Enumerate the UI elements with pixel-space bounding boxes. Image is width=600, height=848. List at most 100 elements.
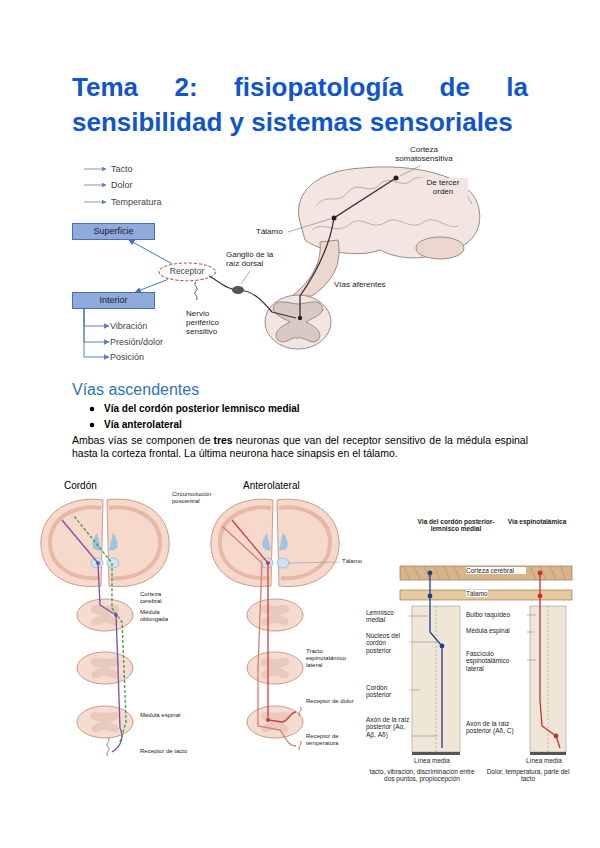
modality-label: Dolor: [111, 180, 133, 190]
pathway-column-part: [77, 706, 133, 738]
list-arrows-part: [84, 169, 106, 170]
leader-lines: [288, 562, 339, 563]
schematic-figure-part: [436, 606, 548, 752]
part-label: Fascículo espinotalámico lateral: [466, 650, 526, 672]
brain-illustration-part: [300, 178, 396, 318]
brain-illustration-part: [273, 302, 322, 342]
list-arrows-part: [84, 185, 106, 186]
part-label: Tálamo: [466, 590, 488, 597]
pathway-column-part: [109, 533, 118, 550]
brain-illustration-part: [195, 282, 197, 300]
bullet-dots-part: [90, 407, 95, 412]
schematic-figure-part: [527, 615, 536, 660]
part-label: Tálamo: [256, 227, 283, 236]
schematic-figure-part: [440, 644, 445, 649]
part-label: Lemnisco medial: [366, 609, 408, 624]
schematic-figure-part: [530, 752, 566, 755]
schematic-figure-part: [538, 594, 543, 599]
ellipse-outline: [159, 263, 216, 281]
category-box: Interior: [72, 292, 155, 309]
part-label: Corteza somatosensitiva: [388, 145, 460, 163]
schematic-figure-part: [538, 571, 543, 576]
bullet-item: Vía del cordón posterior lemnisco medial: [104, 403, 300, 415]
midline-label: Línea media: [414, 757, 450, 764]
brain-illustration-part: [400, 166, 420, 176]
column-heading: Vía del cordón posterior-lemnisco medial: [416, 518, 496, 533]
connector-arrow: [129, 240, 172, 264]
schematic-figure-part: [428, 594, 433, 599]
anterolateral-pathway-part: [299, 741, 301, 750]
node-text: Vibración: [110, 321, 147, 331]
part-label: Axón de la raíz posterior (Aα, Aβ, Aδ): [366, 716, 410, 738]
pathway-column-part: [91, 658, 120, 679]
anterolateral-pathway-part: [299, 707, 301, 716]
schematic-figure-part: [409, 616, 438, 736]
schematic-figure-part: [400, 566, 572, 580]
body-paragraph: Ambas vías se componen detresneuronas qu…: [72, 434, 528, 460]
modality-item: Vibración: [110, 321, 147, 331]
brain-illustration-part: [332, 216, 337, 221]
schematic-figure-part: [400, 590, 572, 600]
paragraph-text: Ambas vías se componen de: [72, 434, 211, 446]
part-label: Tracto espinotalámico lateral: [306, 648, 362, 669]
part-label: Vías aferentes: [334, 280, 386, 289]
category-box: Superficie: [72, 223, 155, 240]
part-label: Receptor de temperatura: [306, 733, 362, 747]
pathway-column-part: [77, 599, 133, 631]
pathway-column-part: [41, 499, 103, 586]
schematic-figure-part: [428, 571, 433, 576]
figure-caption: tacto, vibración, discriminación entre d…: [366, 768, 478, 783]
list-arrows-part: [84, 202, 106, 203]
node-text: Interior: [99, 295, 127, 305]
part-label: Núcleos del cordón posterior: [366, 632, 408, 654]
part-label: Tálamo: [342, 558, 362, 565]
modality-item: Presión/dolor: [110, 337, 163, 347]
schematic-figure: [400, 566, 572, 755]
figure-heading: Cordón: [64, 480, 97, 492]
dorsal-column-pathway-part: [107, 738, 109, 756]
list-arrows: [84, 169, 106, 202]
part-label: De tercer orden: [418, 178, 468, 196]
modality-label: Tacto: [111, 164, 133, 174]
part-label: Receptor de tacto: [140, 748, 188, 755]
brain-illustration-part: [316, 178, 472, 206]
brain-illustration-part: [288, 219, 330, 232]
dorsal-column-pathway-part: [114, 613, 118, 617]
anterolateral-pathway-part: [232, 520, 296, 722]
midline-label: Línea media: [526, 757, 562, 764]
brain-illustration-part: [394, 176, 399, 181]
anterolateral-pathway-part: [222, 526, 296, 746]
dorsal-column-pathway-part: [62, 520, 122, 752]
anterolateral-pathway-part: [266, 561, 270, 565]
brain-illustration-part: [298, 316, 302, 320]
paragraph-text: tres: [213, 434, 232, 446]
section-heading: Vías ascendentes: [72, 381, 199, 399]
node-text: Receptor: [170, 267, 205, 277]
figure-caption: Dolor, temperatura, parte del tacto: [482, 768, 574, 783]
part-label: Corteza cerebral: [140, 591, 184, 605]
brain-illustration-part: [232, 286, 244, 294]
part-label: Médula espinal: [140, 712, 184, 719]
part-label: Ganglio de la raíz dorsal: [226, 250, 288, 268]
bullet-item: Vía anterolateral: [104, 419, 182, 431]
brain-illustration-part: [292, 240, 339, 296]
schematic-figure-part: [540, 573, 560, 748]
pathway-column-part: [91, 712, 120, 733]
pathway-column-part: [107, 499, 169, 586]
anterolateral-pathway: [222, 520, 301, 750]
dorsal-column-pathway-part: [96, 561, 100, 565]
brain-illustration-part: [265, 295, 331, 349]
part-label: Cordón posterior: [366, 684, 408, 699]
bullet-dots: [90, 407, 95, 428]
column-heading: Vía espinotalámica: [503, 518, 571, 525]
node-text: Posición: [110, 352, 144, 362]
schematic-figure-part: [412, 752, 460, 755]
part-label: Nervio periférico sensitivo: [186, 309, 238, 337]
connector-arrow: [84, 309, 109, 326]
bullet-dots-part: [90, 423, 95, 428]
anterolateral-pathway-part: [266, 718, 270, 722]
connector-arrow: [135, 279, 167, 292]
brain-illustration: [195, 166, 480, 349]
part-label: Médula espinal: [466, 627, 526, 634]
